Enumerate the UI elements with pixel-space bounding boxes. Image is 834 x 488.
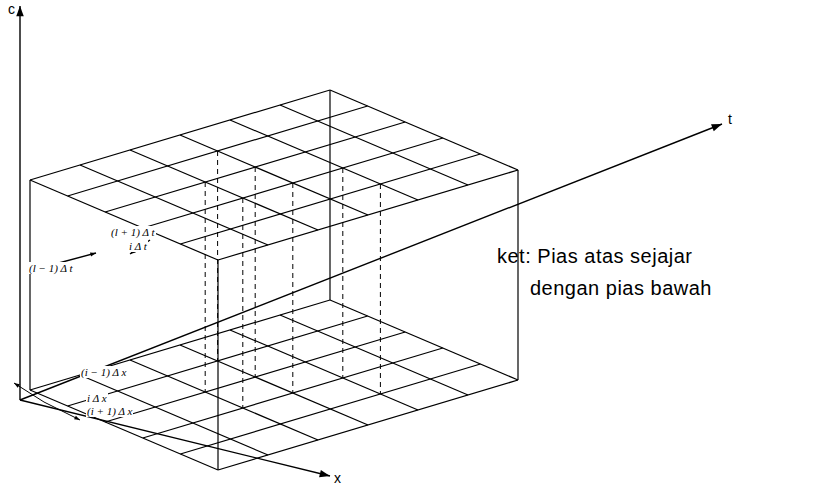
- box-edge: [29, 180, 30, 390]
- box-edge: [329, 90, 330, 300]
- axis-label: t: [728, 112, 732, 127]
- top-grid-line: [130, 150, 318, 230]
- dashed-projection: [205, 182, 206, 392]
- bottom-grid-line: [30, 390, 218, 470]
- grid-label: (i − 1) Δ x: [80, 366, 127, 378]
- top-grid-line: [180, 135, 368, 215]
- bottom-grid-line: [230, 330, 418, 410]
- leader-arrow-head: [14, 383, 20, 388]
- bottom-grid-line: [180, 345, 368, 425]
- grid-label: (l + 1) Δ t: [110, 226, 156, 238]
- x-axis: [20, 400, 330, 476]
- leader-arrow-head: [90, 252, 96, 256]
- dashed-projection: [255, 167, 256, 377]
- dashed-projection: [242, 198, 243, 408]
- top-grid-line: [80, 165, 268, 245]
- bottom-grid-line: [130, 360, 318, 440]
- bottom-grid-line: [330, 300, 518, 380]
- axis-label: x: [334, 471, 341, 486]
- note-text: ket: Pias atas sejajar dengan pias bawah: [497, 240, 747, 304]
- c-axis: [19, 6, 20, 400]
- top-grid-line: [30, 180, 218, 260]
- bottom-grid-line: [80, 375, 268, 455]
- grid-label: i Δ t: [128, 240, 148, 252]
- t-axis-head: [711, 124, 722, 131]
- leader-line: [44, 402, 80, 420]
- x-axis-head: [319, 470, 330, 477]
- bottom-grid-line: [280, 315, 468, 395]
- leader-arrow-head: [74, 416, 80, 420]
- dashed-projection: [380, 184, 381, 394]
- c-axis-head: [16, 6, 24, 16]
- dashed-projection: [342, 168, 343, 378]
- top-grid-line: [230, 120, 418, 200]
- top-grid-line: [280, 105, 468, 185]
- axis-label: c: [8, 2, 15, 17]
- dashed-projection: [217, 151, 218, 361]
- box-edge: [217, 260, 218, 470]
- dashed-projection: [292, 183, 293, 393]
- box-edge: [517, 170, 518, 380]
- grid-label: (i + 1) Δ x: [86, 405, 133, 417]
- grid-label: (l − 1) Δ t: [28, 262, 74, 274]
- leader-line: [14, 383, 44, 402]
- top-grid-line: [330, 90, 518, 170]
- grid-label: i Δ x: [86, 392, 108, 404]
